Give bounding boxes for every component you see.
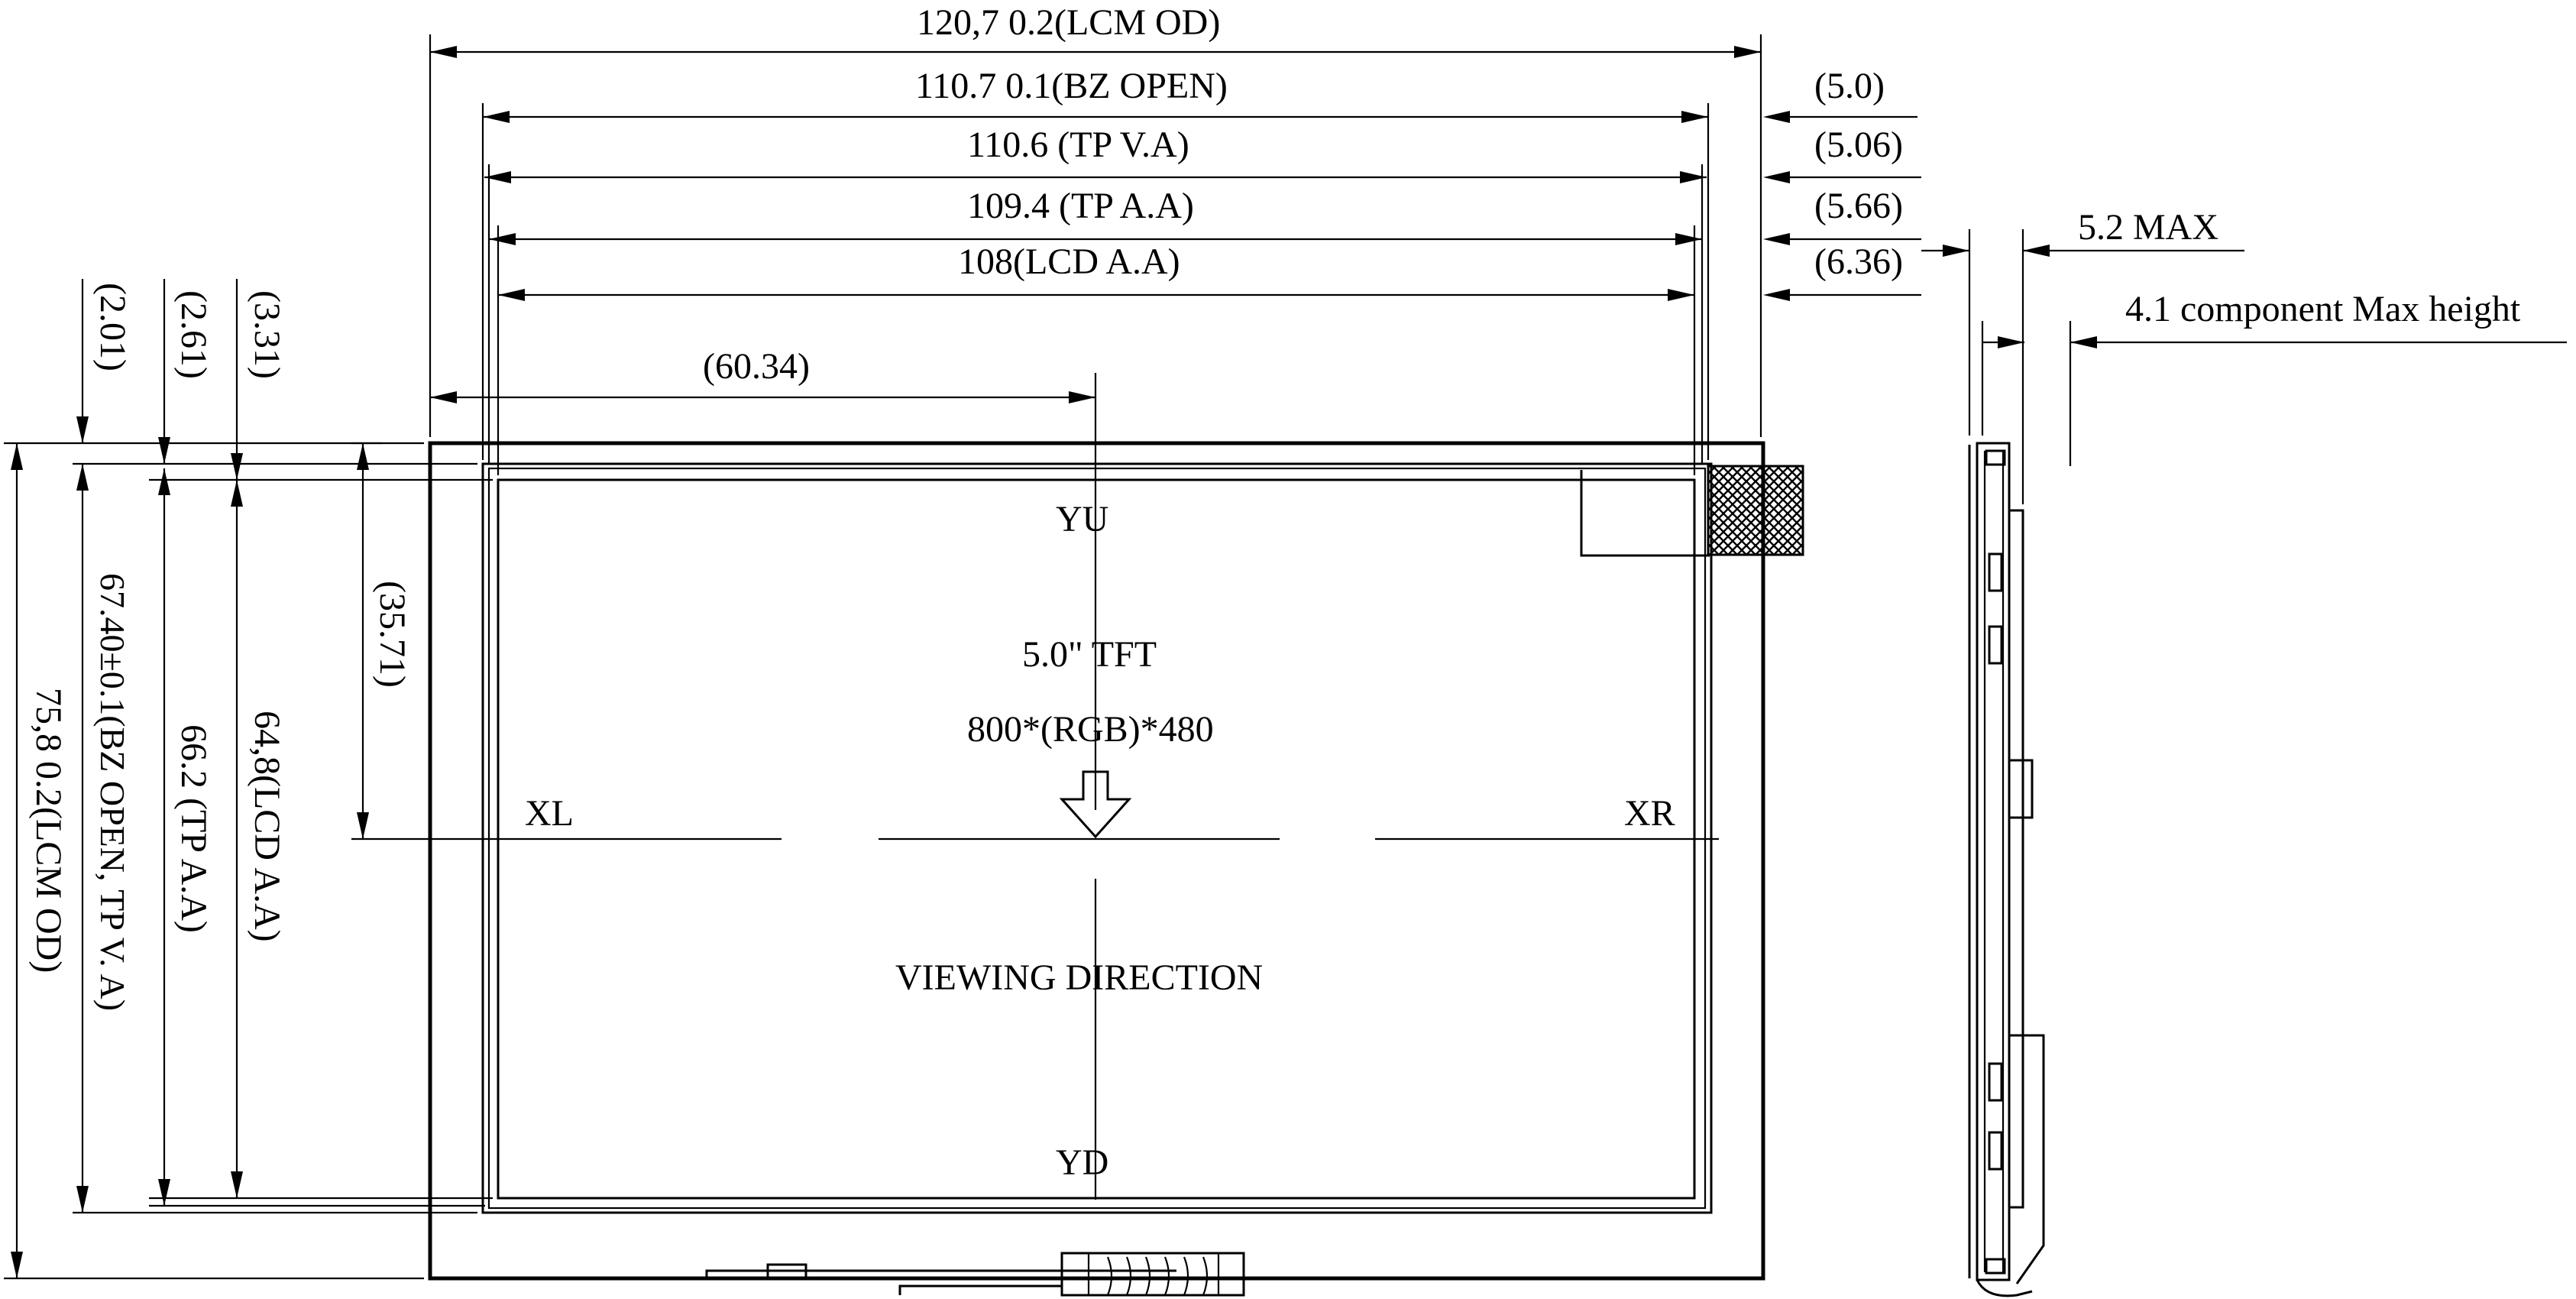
label-viewing-direction: VIEWING DIRECTION bbox=[895, 957, 1263, 998]
dim-left-offset-2: (2.61) bbox=[173, 290, 214, 379]
front-view: YU 5.0" TFT 800*(RGB)*480 XL XR VIEWING … bbox=[351, 373, 1804, 1297]
top-dimensions: 120,7 0.2(LCM OD) 110.7 0.1(BZ OPEN) 110… bbox=[429, 2, 1762, 475]
dim-top-tp-aa: 109.4 (TP A.A) bbox=[967, 186, 1194, 226]
dim-side-max-thickness: 5.2 MAX bbox=[2078, 207, 2218, 248]
dim-center-x: (60.34) bbox=[703, 346, 810, 387]
dim-left-lcm-od: 75,8 0.2(LCM OD) bbox=[28, 688, 69, 973]
dim-top-bz-open: 110.7 0.1(BZ OPEN) bbox=[915, 66, 1228, 106]
dim-left-lcd-aa: 64,8(LCD A.A) bbox=[247, 711, 287, 942]
side-profile-frame bbox=[1976, 442, 2011, 1281]
dim-center-y: (35.71) bbox=[372, 581, 413, 688]
dim-right-offset-3: (5.66) bbox=[1814, 186, 1903, 226]
label-panel-size: 5.0" TFT bbox=[1022, 634, 1157, 675]
fpc-connector-hatch bbox=[1707, 465, 1804, 556]
label-yu: YU bbox=[1056, 499, 1108, 539]
dim-side-component-height: 4.1 component Max height bbox=[2125, 289, 2521, 329]
viewing-direction-arrow bbox=[1059, 770, 1132, 839]
dim-top-lcm-od: 120,7 0.2(LCM OD) bbox=[917, 2, 1220, 43]
dim-top-tp-va: 110.6 (TP V.A) bbox=[967, 125, 1189, 165]
label-xl: XL bbox=[525, 793, 574, 834]
bottom-fpc bbox=[705, 1252, 1245, 1297]
dim-left-offset-3: (3.31) bbox=[247, 290, 287, 379]
fpc-bracket bbox=[1580, 470, 1710, 557]
dim-top-lcd-aa: 108(LCD A.A) bbox=[958, 241, 1180, 282]
dim-left-bz-open: 67.40±0.1(BZ OPEN, TP V. A) bbox=[93, 573, 132, 1011]
dim-left-tp-aa: 66.2 (TP A.A) bbox=[173, 724, 214, 933]
label-yd: YD bbox=[1056, 1142, 1108, 1183]
dim-right-offset-4: (6.36) bbox=[1814, 241, 1903, 282]
label-resolution: 800*(RGB)*480 bbox=[967, 709, 1214, 750]
left-dimensions: 75,8 0.2(LCM OD) 67.40±0.1(BZ OPEN, TP V… bbox=[4, 279, 493, 1280]
dim-right-offset-1: (5.0) bbox=[1814, 66, 1885, 106]
dim-left-offset-1: (2.01) bbox=[92, 283, 133, 371]
right-offset-dimensions: (5.0) (5.06) (5.66) (6.36) bbox=[1763, 66, 1921, 301]
side-view: 5.2 MAX 4.1 component Max height bbox=[1921, 207, 2567, 1297]
side-pcb-outline bbox=[2009, 509, 2024, 1209]
dim-right-offset-2: (5.06) bbox=[1814, 125, 1903, 165]
label-xr: XR bbox=[1624, 793, 1675, 834]
lcm-outline bbox=[428, 441, 1765, 1281]
